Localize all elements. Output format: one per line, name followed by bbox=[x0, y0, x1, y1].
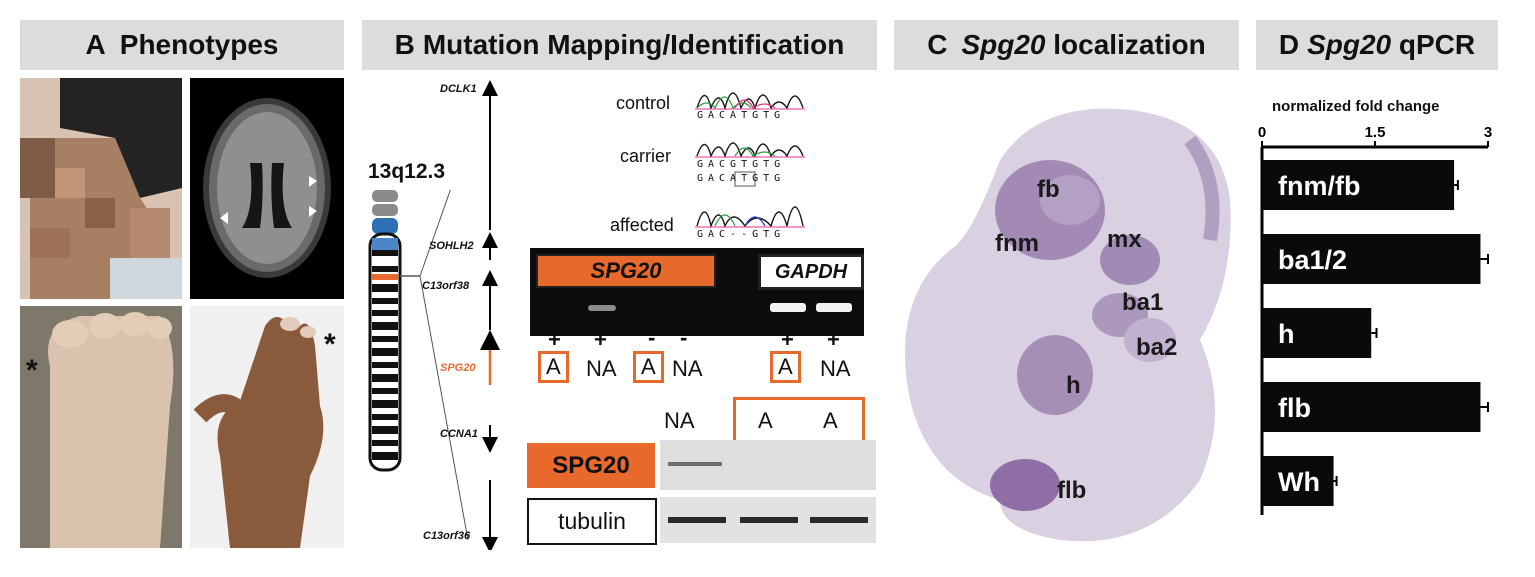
chromatogram-label-carrier: carrier bbox=[620, 146, 672, 166]
brain-mri-photo bbox=[190, 78, 344, 299]
sequence-chromatograms bbox=[695, 92, 805, 229]
gene-label-sohlh2: SOHLH2 bbox=[429, 240, 474, 252]
panel-d-title-text: qPCR bbox=[1391, 29, 1476, 60]
western-label-spg20-text: SPG20 bbox=[552, 452, 630, 479]
embryo-label-h: h bbox=[1066, 372, 1081, 399]
foot-image bbox=[20, 306, 182, 548]
gel-sign-5: + bbox=[781, 327, 794, 352]
western-blot-tubulin bbox=[660, 497, 876, 543]
western-genotype-2: A bbox=[758, 408, 773, 433]
panel-b-title: B Mutation Mapping/Identification bbox=[362, 20, 877, 70]
sequence-affected: GAC--GTG bbox=[697, 229, 786, 240]
gel-sign-4: - bbox=[680, 325, 688, 350]
gel-label-gapdh-text: GAPDH bbox=[774, 261, 848, 283]
bar bbox=[1262, 382, 1481, 432]
western-genotype-box bbox=[733, 397, 865, 445]
hand-asterisk: * bbox=[324, 328, 336, 361]
x-tick-label: 3 bbox=[1484, 124, 1492, 141]
chart-title: normalized fold change bbox=[1272, 98, 1440, 115]
gel-band-spg20 bbox=[588, 305, 616, 311]
gel-sign-6: + bbox=[827, 327, 840, 352]
bar bbox=[1262, 234, 1481, 284]
panel-c-title: C Spg20 localization bbox=[894, 20, 1239, 70]
western-band-spg20 bbox=[668, 462, 722, 466]
bar-category-label: Wh bbox=[1278, 467, 1320, 497]
panel-c-gene: Spg20 bbox=[961, 29, 1046, 60]
genotype-5: A bbox=[770, 351, 801, 383]
genotype-3: A bbox=[633, 351, 664, 383]
embryo-label-ba1: ba1 bbox=[1122, 289, 1164, 316]
genotype-4: NA bbox=[672, 356, 703, 381]
embryo-label-flb: flb bbox=[1057, 477, 1087, 504]
x-tick-label: 0 bbox=[1258, 124, 1266, 141]
embryo-label-fnm: fnm bbox=[995, 230, 1039, 257]
chromatogram-label-affected: affected bbox=[610, 215, 674, 235]
western-genotype-1: NA bbox=[664, 408, 695, 433]
gel-sign-2: + bbox=[594, 327, 607, 352]
gel-sign-3: - bbox=[648, 325, 656, 350]
panel-d-letter: D bbox=[1278, 29, 1300, 60]
gene-label-c13orf36: C13orf36 bbox=[423, 530, 471, 542]
embryo-label-fb: fb bbox=[1037, 176, 1060, 203]
x-tick-label: 1.5 bbox=[1365, 124, 1386, 141]
hand-image bbox=[190, 306, 344, 548]
panel-d-title: D Spg20 qPCR bbox=[1256, 20, 1498, 70]
bar-category-label: h bbox=[1278, 319, 1295, 349]
panel-a-title-text: Phenotypes bbox=[119, 29, 279, 60]
western-band-tubulin-3 bbox=[810, 517, 868, 523]
gene-label-c13orf38: C13orf38 bbox=[422, 280, 470, 292]
foot-asterisk: * bbox=[26, 354, 38, 387]
gel-sign-1: + bbox=[548, 327, 561, 352]
gel-band-gapdh-1 bbox=[770, 303, 806, 312]
chromosome-ideogram bbox=[368, 190, 469, 541]
embryo-label-ba2: ba2 bbox=[1136, 334, 1178, 361]
panel-c-title-text: localization bbox=[1045, 29, 1206, 60]
western-band-tubulin-2 bbox=[740, 517, 798, 523]
sequence-control: GACATGTG bbox=[697, 110, 786, 121]
gene-label-spg20: SPG20 bbox=[440, 362, 476, 374]
sequence-carrier-1: GACGTGTG bbox=[697, 159, 786, 170]
bar bbox=[1262, 308, 1372, 358]
gel-label-spg20-text: SPG20 bbox=[590, 258, 662, 283]
panel-a-letter: A bbox=[85, 29, 106, 60]
panel-b-letter: B bbox=[394, 29, 415, 60]
hand-photo: * bbox=[190, 306, 344, 548]
genotype-2: NA bbox=[586, 356, 617, 381]
gel-image: SPG20 GAPDH bbox=[530, 248, 864, 336]
pixelated-face-image bbox=[20, 78, 182, 299]
panel-c-letter: C bbox=[927, 29, 948, 60]
chromosome-band-label: 13q12.3 bbox=[368, 160, 446, 183]
chromatogram-label-control: control bbox=[616, 93, 671, 113]
sequence-carrier-2: GACATGTG bbox=[697, 173, 786, 184]
gel-label-spg20: SPG20 bbox=[536, 254, 716, 288]
genotype-6: NA bbox=[820, 356, 851, 381]
western-label-tubulin-text: tubulin bbox=[558, 508, 626, 534]
gel-band-gapdh-2 bbox=[816, 303, 852, 312]
gel-label-gapdh: GAPDH bbox=[758, 254, 864, 290]
western-band-tubulin-1 bbox=[668, 517, 726, 523]
bar-category-label: fnm/fb bbox=[1278, 171, 1360, 201]
panel-d-gene: Spg20 bbox=[1307, 29, 1392, 60]
panel-b-title-text: Mutation Mapping/Identification bbox=[422, 29, 845, 60]
panel-a-title: A Phenotypes bbox=[20, 20, 344, 70]
western-label-tubulin: tubulin bbox=[527, 498, 657, 545]
mri-image bbox=[203, 98, 331, 278]
western-blot-spg20 bbox=[660, 440, 876, 490]
bar bbox=[1262, 160, 1455, 210]
foot-photo: * bbox=[20, 306, 182, 548]
genotype-1: A bbox=[538, 351, 569, 383]
gene-map-arrows bbox=[480, 80, 500, 550]
embryo-in-situ-image bbox=[890, 80, 1245, 560]
western-genotype-3: A bbox=[823, 408, 838, 433]
patient-face-photo bbox=[20, 78, 182, 299]
gene-label-dclk1: DCLK1 bbox=[440, 83, 477, 95]
bar-category-label: flb bbox=[1278, 393, 1311, 423]
bar-category-label: ba1/2 bbox=[1278, 245, 1347, 275]
western-label-spg20: SPG20 bbox=[527, 443, 655, 488]
embryo-label-mx: mx bbox=[1107, 226, 1142, 253]
bar bbox=[1262, 456, 1334, 506]
gene-label-ccna1: CCNA1 bbox=[440, 428, 478, 440]
